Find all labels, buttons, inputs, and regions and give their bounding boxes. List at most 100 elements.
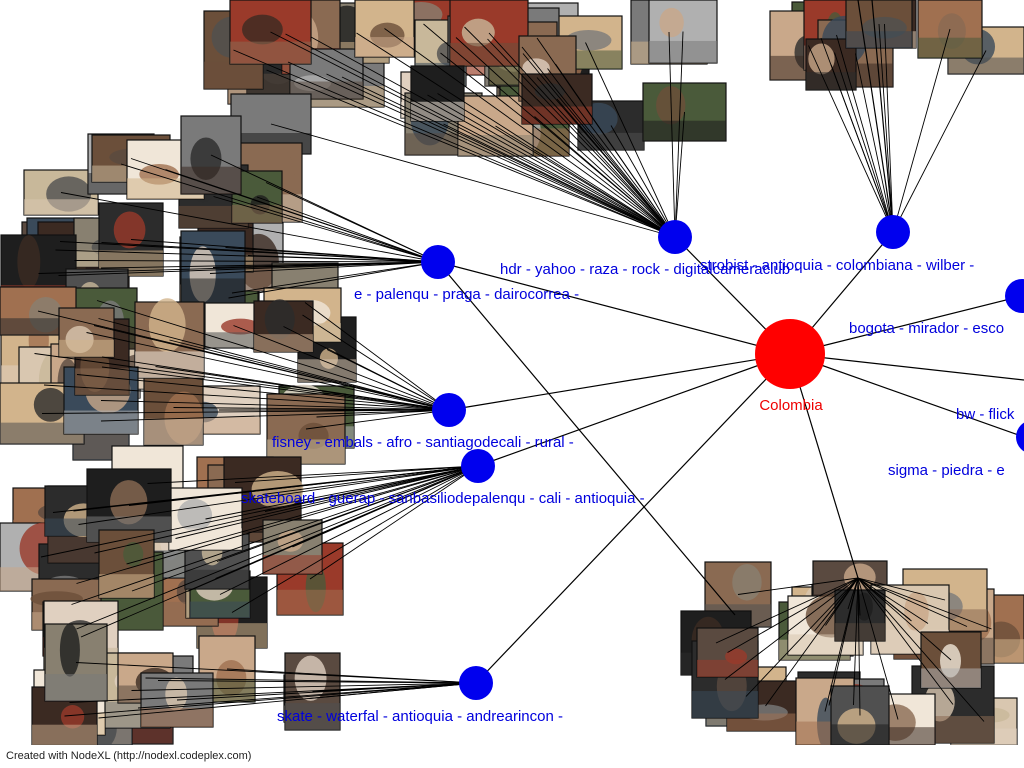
photo-edge (94, 465, 479, 554)
photo-edge (857, 577, 992, 630)
photo-edge (213, 196, 439, 263)
photo-edge (76, 465, 479, 584)
photo-edge (745, 577, 859, 697)
edge-hub-c6 (789, 353, 1024, 381)
photo-edge (847, 577, 859, 610)
photo-thumbnail[interactable] (180, 115, 242, 195)
photo-edge (101, 366, 450, 411)
photo-edge (75, 662, 477, 684)
photo-thumbnail[interactable] (204, 302, 263, 349)
cluster-node-skateboard[interactable] (461, 449, 495, 483)
photo-edge (857, 577, 861, 616)
photo-edge (147, 465, 479, 484)
cluster-node-skate[interactable] (459, 666, 493, 700)
photo-edge (814, 577, 859, 632)
cluster-node-strobist[interactable] (876, 215, 910, 249)
photo-edge (326, 73, 676, 238)
photo-edge (64, 682, 477, 717)
photo-thumbnail[interactable] (23, 169, 99, 216)
photo-edge (727, 577, 859, 653)
photo-edge (808, 45, 894, 233)
photo-edge (305, 409, 450, 430)
photo-edge (857, 577, 929, 624)
network-graph: Colombia hdr - yahoo - raza - rock - dig… (0, 0, 1024, 745)
photo-thumbnail[interactable] (253, 299, 314, 353)
photo-thumbnail[interactable] (229, 0, 312, 65)
photo-edge (210, 154, 439, 263)
cluster-node-hdr[interactable] (658, 220, 692, 254)
photo-edge (834, 52, 894, 233)
photo-edge (464, 26, 676, 238)
photo-edge (76, 465, 479, 630)
photo-edge (234, 465, 479, 483)
photo-edge (878, 23, 894, 233)
photo-edge (209, 261, 439, 274)
photo-edge (120, 163, 439, 263)
edge-hub-c9 (475, 353, 791, 684)
photo-edge (71, 465, 479, 605)
photo-edge (715, 577, 859, 644)
photo-edge (765, 577, 859, 707)
photo-edge (287, 61, 676, 238)
hub-node[interactable] (755, 319, 825, 389)
photo-edges (34, 23, 992, 722)
photo-edge (128, 465, 479, 506)
cluster-node-bw[interactable] (1016, 420, 1024, 454)
photo-edge (101, 242, 439, 263)
photo-edge (830, 64, 894, 233)
photo-edge (555, 63, 676, 238)
photo-edge (38, 261, 439, 274)
photo-thumbnail[interactable] (577, 100, 645, 151)
cluster-label-bogota: bogota - mirador - esco (849, 320, 1004, 337)
photo-edge (285, 33, 676, 238)
edge-hub-c5 (448, 353, 791, 411)
photo-edge (310, 36, 676, 238)
photo-edge (80, 465, 479, 638)
photo-edge (857, 577, 985, 722)
photo-thumbnail[interactable] (354, 0, 415, 58)
photo-thumbnail[interactable] (648, 0, 718, 64)
photo-edge (857, 577, 899, 720)
photo-edge (216, 465, 479, 562)
photo-edge (585, 42, 676, 238)
edge-hub-c8 (477, 353, 791, 467)
cluster-node-bogota[interactable] (1005, 279, 1024, 313)
edge-c2-top (857, 0, 894, 233)
photo-edge (145, 677, 477, 684)
photo-edge (304, 302, 450, 411)
cluster-label-skate: skate - waterfal - antioquia - andrearin… (277, 708, 563, 725)
photo-edge (100, 400, 450, 411)
photo-edge (270, 31, 676, 238)
cluster-label-fisney: fisney - embals - afro - santiagodecali … (272, 434, 574, 451)
photo-edge (309, 682, 477, 699)
edge-c3-bottom (437, 261, 736, 616)
photo-edge (130, 239, 439, 263)
photo-edge (857, 577, 954, 705)
photo-thumbnail[interactable] (44, 623, 108, 702)
cluster-label-skateboard: skateboard - guerap - sanbasiliodepalenq… (241, 490, 645, 507)
photo-edge (892, 28, 951, 233)
edge-hub-c4 (789, 295, 1023, 355)
photo-edge (488, 32, 676, 238)
photo-edge (74, 260, 439, 263)
photo-edge (455, 37, 676, 238)
cluster-nodes (421, 215, 1024, 700)
photo-edge (165, 169, 439, 263)
photo-edge (256, 196, 439, 263)
photo-edge (100, 409, 450, 422)
cluster-label-sigma: sigma - piedra - e (888, 462, 1005, 479)
photo-edge (440, 52, 676, 238)
cluster-label-strobist: strobist - antioquia - colombiana - wilb… (700, 257, 974, 274)
photo-edge (534, 116, 676, 238)
photo-edge (853, 577, 859, 706)
photo-edge (522, 53, 676, 238)
photo-edge (266, 69, 676, 238)
photo-edge (857, 577, 946, 601)
photo-edge (437, 93, 676, 238)
photo-edge (126, 465, 479, 565)
cluster-node-fisney[interactable] (432, 393, 466, 427)
cluster-label-bw: bw - flick (956, 406, 1015, 423)
cluster-node-palenqu[interactable] (421, 245, 455, 279)
photo-edge (316, 409, 450, 418)
photo-edge (857, 577, 911, 620)
